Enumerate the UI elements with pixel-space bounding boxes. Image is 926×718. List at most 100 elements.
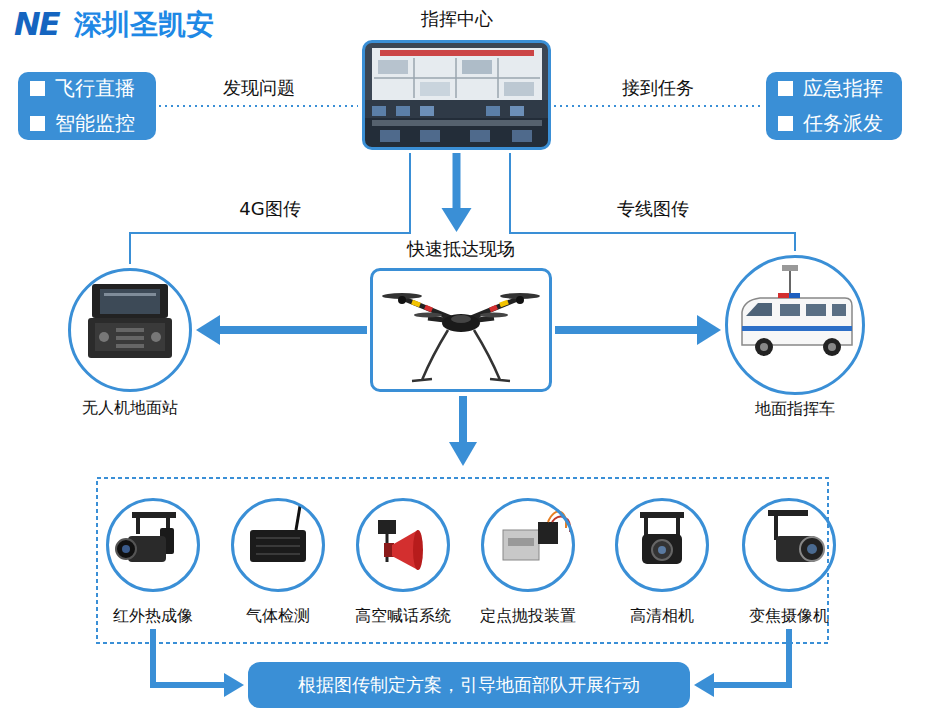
connector-line <box>130 153 410 264</box>
list-row: 应急指挥 <box>778 75 890 102</box>
loudspeaker-icon <box>378 520 396 534</box>
drone-picture <box>451 315 471 323</box>
connector-line <box>219 326 367 334</box>
heading-text: 快速抵达现场 <box>407 238 515 259</box>
round-item: 高清相机 <box>602 498 722 626</box>
control-room-photo <box>504 82 534 96</box>
connector <box>442 153 472 232</box>
control-room-photo <box>380 50 534 56</box>
loudspeaker-icon <box>378 520 423 570</box>
edge-label: 接到任务 <box>619 77 697 99</box>
thermal-camera-icon <box>132 512 176 518</box>
drone-picture <box>412 330 510 381</box>
connector <box>694 629 789 697</box>
heading-text: 指挥中心 <box>421 8 493 29</box>
circle-frame <box>725 255 865 395</box>
circle-frame <box>742 498 836 592</box>
item-text: 高清相机 <box>630 606 694 625</box>
picture-panel: 快速抵达现场 <box>370 236 552 392</box>
circle-frame <box>615 498 709 592</box>
command-vehicle-picture <box>832 304 846 316</box>
item-text: 定点抛投装置 <box>480 606 576 625</box>
ground-station-picture <box>116 328 144 332</box>
connector <box>555 315 721 345</box>
drone-picture <box>442 314 480 332</box>
pill-text: 根据图传制定方案，引导地面部队开展行动 <box>298 673 640 697</box>
hd-camera-icon <box>642 534 682 564</box>
round-item: 地面指挥车 <box>725 255 865 419</box>
control-room-photo <box>486 106 500 116</box>
hd-camera-icon <box>640 512 684 518</box>
ground-station-picture <box>95 323 165 351</box>
ground-station-picture <box>151 332 161 342</box>
drone-picture <box>398 296 406 304</box>
connector-line <box>453 153 461 209</box>
connector-line <box>713 629 789 685</box>
item-text: 气体检测 <box>246 606 310 625</box>
arrowhead <box>697 315 721 345</box>
round-item: 高空喊话系统 <box>343 498 463 626</box>
connector <box>130 153 410 264</box>
picture-frame <box>370 268 552 392</box>
connector <box>554 106 762 107</box>
item-label: 高空喊话系统 <box>343 606 463 626</box>
connector <box>196 315 367 345</box>
command-vehicle-picture <box>823 338 841 356</box>
round-item: 无人机地面站 <box>68 268 192 418</box>
drop-device-icon <box>552 517 570 532</box>
hd-camera-icon <box>652 540 672 560</box>
control-room-photo <box>420 130 440 142</box>
edge-label: 4G图传 <box>236 198 303 220</box>
checkbox <box>30 81 45 96</box>
edge-label: 发现问题 <box>220 77 298 99</box>
item-label: 无人机地面站 <box>68 398 192 418</box>
ground-station-picture <box>116 344 144 348</box>
connector-line <box>554 105 762 107</box>
item-label: 定点抛投装置 <box>468 606 588 626</box>
ground-station-picture <box>92 284 168 318</box>
connector <box>159 106 358 107</box>
control-room-photo <box>512 130 532 142</box>
circle-frame <box>106 498 200 592</box>
control-room-photo <box>420 106 434 116</box>
checklist-box: 飞行直播智能监控 <box>18 72 156 140</box>
control-room-photo <box>365 100 548 118</box>
checkbox <box>30 116 45 131</box>
connector <box>510 153 795 251</box>
list-row: 智能监控 <box>30 110 144 137</box>
panel-heading: 指挥中心 <box>362 6 551 40</box>
drop-device-icon <box>503 512 570 560</box>
control-room-photo <box>365 43 548 147</box>
connector-line <box>153 629 225 685</box>
zoom-camera-icon <box>768 510 808 516</box>
down-arrow <box>449 442 477 466</box>
action-pill: 根据图传制定方案，引导地面部队开展行动 <box>248 662 690 708</box>
edge-label: 专线图传 <box>614 198 692 220</box>
checkbox <box>778 116 793 131</box>
command-vehicle-picture <box>746 303 772 316</box>
command-vehicle-picture <box>760 343 768 351</box>
connector <box>153 629 244 697</box>
gas-detector-icon <box>296 506 300 530</box>
command-vehicle-picture <box>742 265 852 356</box>
connector-line <box>510 153 795 251</box>
drone-picture <box>480 313 508 318</box>
round-item: 定点抛投装置 <box>468 498 588 626</box>
control-room-photo <box>374 58 540 98</box>
connector-line <box>159 105 358 107</box>
control-room-photo <box>462 60 492 74</box>
item-text: 地面指挥车 <box>755 399 835 418</box>
command-vehicle-picture <box>742 326 852 331</box>
zoom-camera-icon <box>800 537 824 561</box>
item-label: 变焦摄像机 <box>729 606 849 626</box>
command-vehicle-picture <box>742 298 852 345</box>
control-room-photo <box>378 60 408 74</box>
command-vehicle-picture <box>780 304 800 316</box>
item-label: 气体检测 <box>218 606 338 626</box>
ground-station-picture <box>116 336 144 340</box>
item-text: 变焦摄像机 <box>749 606 829 625</box>
item-label: 红外热成像 <box>93 606 213 626</box>
checklist-box: 应急指挥任务派发 <box>766 72 902 140</box>
hd-camera-icon <box>640 512 684 564</box>
